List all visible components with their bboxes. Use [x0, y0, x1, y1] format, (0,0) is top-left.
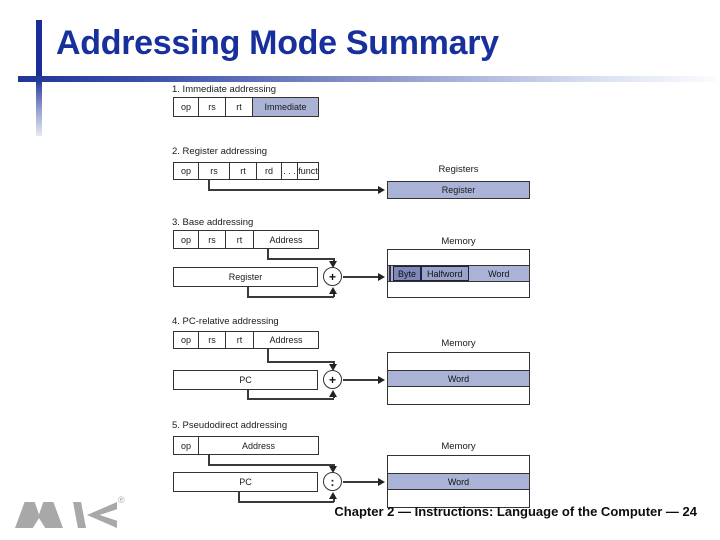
- memory-title: Memory: [441, 236, 476, 247]
- field-address: Address: [241, 440, 276, 451]
- memory-row-empty: [388, 387, 529, 402]
- word-label: Word: [447, 476, 470, 487]
- page-title: Addressing Mode Summary: [56, 24, 499, 62]
- instruction-word-3: op rs rt Address: [173, 230, 319, 249]
- arrowhead-right: [378, 273, 385, 281]
- adder-circle: +: [323, 370, 342, 389]
- memory-box: Byte Halfword Word: [387, 249, 530, 298]
- field-immediate: Immediate: [253, 98, 318, 116]
- arrowhead-up: [329, 287, 337, 294]
- connector-line: [208, 455, 210, 465]
- logo-k-bar-icon: [73, 502, 86, 528]
- arrowhead-up: [329, 492, 337, 499]
- instruction-word-2: op rs rt rd . . . funct: [173, 162, 319, 180]
- field-rs: rs: [199, 231, 226, 248]
- logo-m-icon: [15, 502, 63, 528]
- connector-line: [267, 249, 269, 259]
- pc-box: PC: [173, 472, 318, 492]
- memory-row-data: Word: [388, 473, 529, 490]
- connector-line: [333, 497, 335, 502]
- field-op: op: [174, 437, 199, 454]
- instruction-word-5: op Address: [173, 436, 319, 455]
- register-box: Register: [387, 181, 530, 199]
- memory-row-data: Byte Halfword Word: [388, 265, 529, 282]
- registered-trademark-icon: ®: [118, 495, 125, 505]
- arrowhead-down: [329, 261, 337, 268]
- section-3-label: 3. Base addressing: [172, 217, 254, 228]
- connector-line: [247, 390, 249, 399]
- section-5-label: 5. Pseudodirect addressing: [172, 420, 288, 431]
- connector-line: [343, 379, 379, 381]
- field-rt: rt: [226, 332, 254, 348]
- word-label: Word: [488, 268, 510, 279]
- instruction-word-1: op rs rt Immediate: [173, 97, 319, 117]
- field-rs: rs: [199, 163, 230, 179]
- byte-tick-mark: [389, 266, 391, 281]
- connector-line: [238, 501, 334, 503]
- connector-line: [208, 180, 210, 191]
- connector-line: [247, 287, 249, 297]
- field-address: Address: [269, 335, 303, 345]
- arrowhead-down: [329, 364, 337, 371]
- memory-row-empty: [388, 456, 529, 473]
- byte-box: Byte: [393, 266, 422, 281]
- register-source-box: Register: [173, 267, 318, 287]
- field-address: Address: [269, 234, 303, 245]
- section-1-label: 1. Immediate addressing: [172, 84, 277, 95]
- memory-title: Memory: [441, 441, 476, 452]
- accent-horizontal-rule: [18, 76, 716, 82]
- connector-line: [333, 258, 335, 263]
- connector-line: [208, 464, 334, 466]
- field-rt: rt: [230, 163, 257, 179]
- connector-line: [267, 258, 334, 260]
- memory-row-empty: [388, 282, 529, 295]
- connector-line: [247, 296, 334, 298]
- adder-circle: +: [323, 267, 342, 286]
- memory-row-data: Word: [388, 370, 529, 387]
- field-op: op: [174, 332, 199, 348]
- pc-box: PC: [173, 370, 318, 390]
- logo-k-notch: [99, 509, 117, 521]
- halfword-box: Halfword: [421, 266, 469, 281]
- field-funct: funct: [298, 166, 318, 176]
- memory-box: Word: [387, 455, 530, 508]
- connector-line: [208, 189, 378, 191]
- field-op: op: [174, 231, 199, 248]
- arrowhead-right: [378, 186, 385, 194]
- arrowhead-right: [378, 376, 385, 384]
- connector-line: [333, 292, 335, 297]
- publisher-logo: ®: [15, 495, 135, 531]
- instruction-word-4: op rs rt Address: [173, 331, 319, 349]
- field-rd: rd: [257, 163, 282, 179]
- slide-footer: Chapter 2 — Instructions: Language of th…: [334, 504, 697, 519]
- field-ellipsis: . . .: [282, 163, 298, 179]
- field-op: op: [174, 98, 199, 116]
- memory-row-empty: [388, 353, 529, 370]
- memory-row-empty: [388, 490, 529, 505]
- connector-line: [343, 276, 379, 278]
- field-op: op: [174, 163, 199, 179]
- memory-title: Memory: [441, 338, 476, 349]
- memory-box: Word: [387, 352, 530, 405]
- connector-line: [333, 361, 335, 365]
- connector-line: [238, 492, 240, 503]
- section-2-label: 2. Register addressing: [172, 146, 268, 157]
- word-label: Word: [447, 373, 470, 384]
- connector-line: [247, 398, 334, 400]
- field-rs: rs: [199, 332, 226, 348]
- section-4-label: 4. PC-relative addressing: [172, 316, 279, 327]
- field-rt: rt: [226, 98, 253, 116]
- field-rs: rs: [199, 98, 226, 116]
- field-rt: rt: [226, 231, 254, 248]
- arrowhead-down: [329, 466, 337, 473]
- connector-line: [343, 481, 379, 483]
- arrowhead-right: [378, 478, 385, 486]
- connector-line: [267, 349, 269, 362]
- concatenate-circle: :: [323, 472, 342, 491]
- connector-line: [267, 361, 334, 363]
- memory-row-empty: [388, 250, 529, 265]
- arrowhead-up: [329, 390, 337, 397]
- registers-title: Registers: [438, 164, 479, 175]
